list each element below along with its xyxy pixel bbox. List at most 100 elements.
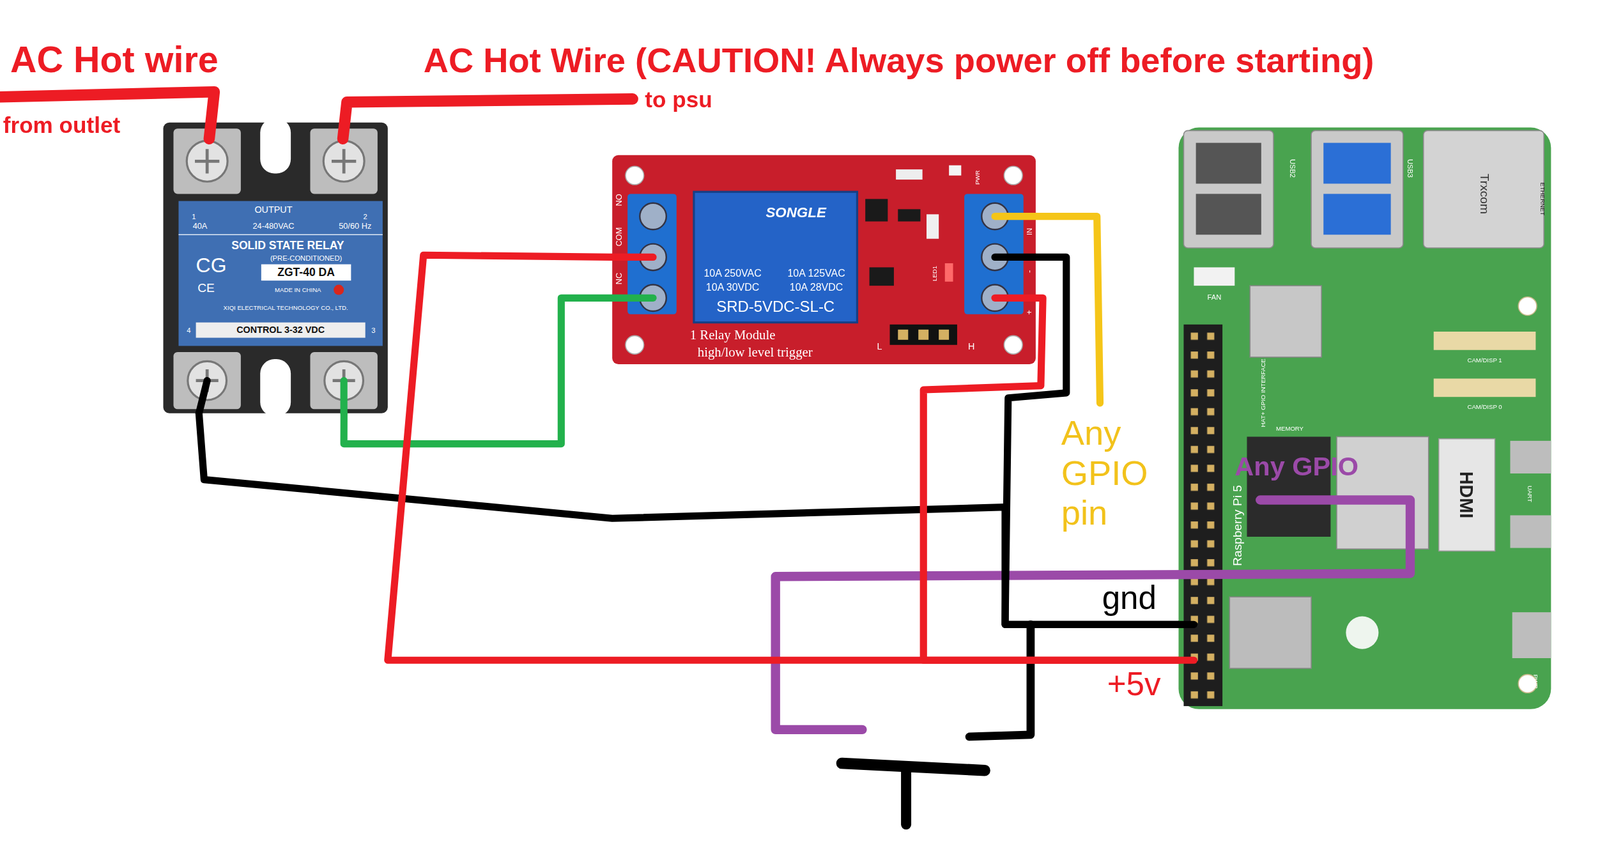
raspberry-pi-board-part <box>1438 438 1496 552</box>
solid-state-relay: OUTPUT1240A24-480VAC50/60 HzSOLID STATE … <box>163 122 388 414</box>
device-marking: 40A <box>192 222 208 231</box>
device-marking: SRD-5VDC-SL-C <box>716 298 835 314</box>
relay-module-board-part <box>918 329 929 340</box>
wire-connector <box>198 413 1179 625</box>
device-marking: + <box>1025 309 1034 315</box>
raspberry-pi-board-part <box>1433 378 1537 397</box>
device-marking: FAN <box>1207 293 1222 301</box>
device-marking: PWR <box>1532 674 1540 689</box>
relay-module-board-part <box>926 214 939 239</box>
solid-state-relay-body-part <box>333 284 344 296</box>
annotation-label: from outlet <box>3 112 121 139</box>
raspberry-pi-board-part <box>1178 127 1551 710</box>
annotation-label: Any GPIO pin <box>1061 413 1176 533</box>
drawn-wires-part <box>0 92 215 139</box>
device-marking: USB3 <box>1406 159 1414 178</box>
relay-module-board-part <box>1003 166 1023 185</box>
solid-state-relay-body-part <box>196 322 366 339</box>
device-marking: CG <box>196 254 227 276</box>
raspberry-pi-board-part <box>1183 324 1223 707</box>
relay-module-board-part <box>625 166 645 185</box>
drawn-wires-part <box>841 763 985 771</box>
relay-module-board-part <box>639 203 667 231</box>
raspberry-pi-board-part <box>1183 324 1223 707</box>
relay-module-board-part <box>897 208 921 222</box>
device-marking: 10A 125VAC <box>787 268 845 279</box>
drawn-wires-part <box>969 624 1031 737</box>
device-marking: IN <box>1026 228 1034 236</box>
wire-connector <box>1005 256 1179 625</box>
device-marking: ZGT-40 DA <box>277 267 335 279</box>
drawn-wires-part <box>994 253 1036 261</box>
device-marking: HDMI <box>1456 471 1476 519</box>
wire-connector <box>923 297 1179 661</box>
device-marking: COM <box>615 227 624 247</box>
device-marking: 2 <box>363 212 368 220</box>
relay-module: SONGLE10A 250VAC10A 125VAC10A 30VDC10A 2… <box>612 155 1036 365</box>
drawn-wires-part <box>343 99 634 139</box>
annotation-label: Any GPIO <box>1234 451 1359 483</box>
raspberry-pi-board-part <box>1509 440 1551 474</box>
raspberry-pi-board-part <box>1509 515 1551 548</box>
relay-module-board-part <box>693 191 858 323</box>
device-marking: CAM/DISP 1 <box>1467 357 1502 364</box>
relay-module-board-part <box>869 267 894 286</box>
wire-connector <box>343 297 613 444</box>
relay-module-board-part <box>890 324 958 346</box>
device-marking: UART <box>1526 485 1533 503</box>
device-marking: L <box>877 342 883 352</box>
relay-module-board-part <box>945 263 954 282</box>
device-marking: 24-480VAC <box>252 222 294 231</box>
raspberry-pi-board-part <box>1512 612 1552 659</box>
relay-module-board-part <box>895 169 923 180</box>
device-marking: 4 <box>186 327 191 335</box>
raspberry-pi-board-part <box>1323 193 1391 235</box>
drawn-wires-part <box>900 766 912 825</box>
relay-module-board <box>612 155 1036 365</box>
device-marking: CE <box>197 281 215 294</box>
relay-module-board-part <box>612 155 1036 365</box>
device-marking: 3 <box>371 327 376 335</box>
drawn-wires-part <box>612 253 654 261</box>
device-marking: high/low level trigger <box>697 345 813 360</box>
relay-module-board-part <box>1003 335 1023 354</box>
relay-module-board-part <box>897 329 908 340</box>
device-marking: CAM/DISP 0 <box>1467 403 1502 411</box>
device-marking: 10A 30VDC <box>706 282 760 293</box>
raspberry-pi-board-part <box>1196 193 1262 235</box>
drawn-wires <box>0 92 1411 825</box>
solid-state-relay-body-part <box>261 264 352 282</box>
device-marking: H <box>968 342 975 352</box>
drawn-wires-part <box>340 380 348 414</box>
annotation-label: +5v <box>1107 665 1162 703</box>
relay-module-board-part <box>625 335 645 354</box>
device-marking: MEMORY <box>1276 425 1304 432</box>
raspberry-pi-board-part <box>1229 596 1312 669</box>
device-marking: PWR <box>974 170 981 185</box>
device-marking: 1 Relay Module <box>690 327 776 342</box>
raspberry-pi-board-part <box>1518 297 1537 316</box>
raspberry-pi-board-part <box>1196 143 1262 185</box>
relay-module-board-part <box>948 165 962 176</box>
device-marking: 10A 28VDC <box>789 282 843 293</box>
device-marking: 1 <box>191 212 196 220</box>
raspberry-pi-board-part <box>1249 285 1322 358</box>
annotation-label: AC Hot Wire (CAUTION! Always power off b… <box>423 40 1375 81</box>
device-marking: Trxcom <box>1478 173 1491 215</box>
annotation-label: gnd <box>1102 579 1157 618</box>
device-marking: OUTPUT <box>254 205 293 215</box>
solid-state-relay-body-part <box>196 369 356 392</box>
drawn-wires-part <box>198 380 208 414</box>
raspberry-pi-board <box>1178 127 1551 710</box>
device-marking: LED1 <box>931 265 939 282</box>
solid-state-relay-body <box>163 118 388 416</box>
wire-connector <box>387 254 1179 661</box>
device-marking: - <box>1025 270 1034 273</box>
raspberry-pi-board: Raspberry Pi 5USB2USB3ETHERNETTrxcomFANH… <box>1178 127 1551 710</box>
relay-module-board-part <box>938 329 949 340</box>
